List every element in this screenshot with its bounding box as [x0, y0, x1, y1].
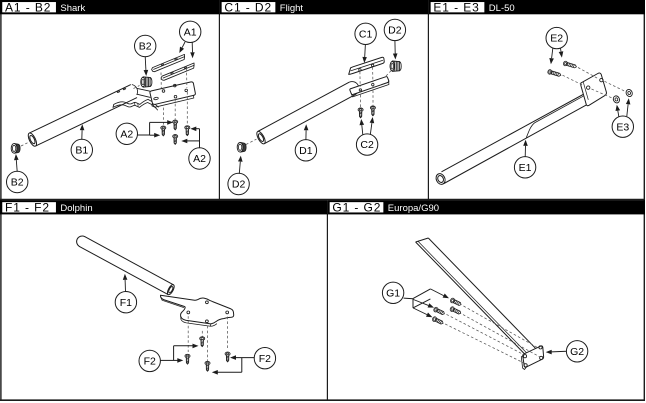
svg-text:D1: D1: [299, 145, 313, 157]
svg-text:B2: B2: [139, 41, 152, 53]
svg-text:C2: C2: [360, 139, 374, 151]
svg-text:Flight: Flight: [280, 3, 304, 14]
svg-text:A1 - B2: A1 - B2: [5, 1, 51, 15]
svg-text:G2: G2: [570, 346, 584, 358]
svg-text:Europa/G90: Europa/G90: [388, 203, 439, 214]
svg-text:Shark: Shark: [60, 3, 85, 14]
svg-text:D2: D2: [232, 179, 246, 191]
svg-text:DL-50: DL-50: [489, 3, 515, 14]
svg-text:Dolphin: Dolphin: [60, 203, 92, 214]
svg-text:E1: E1: [519, 162, 532, 174]
svg-text:D2: D2: [388, 25, 402, 37]
svg-text:B2: B2: [11, 177, 24, 189]
svg-text:F1 - F2: F1 - F2: [5, 201, 50, 215]
svg-text:F2: F2: [259, 353, 271, 365]
svg-text:B1: B1: [75, 145, 88, 157]
svg-text:C1: C1: [359, 28, 373, 40]
svg-text:A2: A2: [120, 128, 133, 140]
svg-text:C1 - D2: C1 - D2: [224, 1, 272, 15]
svg-text:E3: E3: [616, 121, 629, 133]
svg-text:E1 - E3: E1 - E3: [433, 1, 479, 15]
svg-text:A2: A2: [193, 153, 206, 165]
svg-text:F2: F2: [144, 356, 156, 368]
svg-text:E2: E2: [550, 33, 563, 45]
svg-text:F1: F1: [120, 297, 132, 309]
svg-text:A1: A1: [184, 26, 197, 38]
svg-text:G1 - G2: G1 - G2: [332, 201, 381, 215]
svg-text:G1: G1: [386, 287, 400, 299]
